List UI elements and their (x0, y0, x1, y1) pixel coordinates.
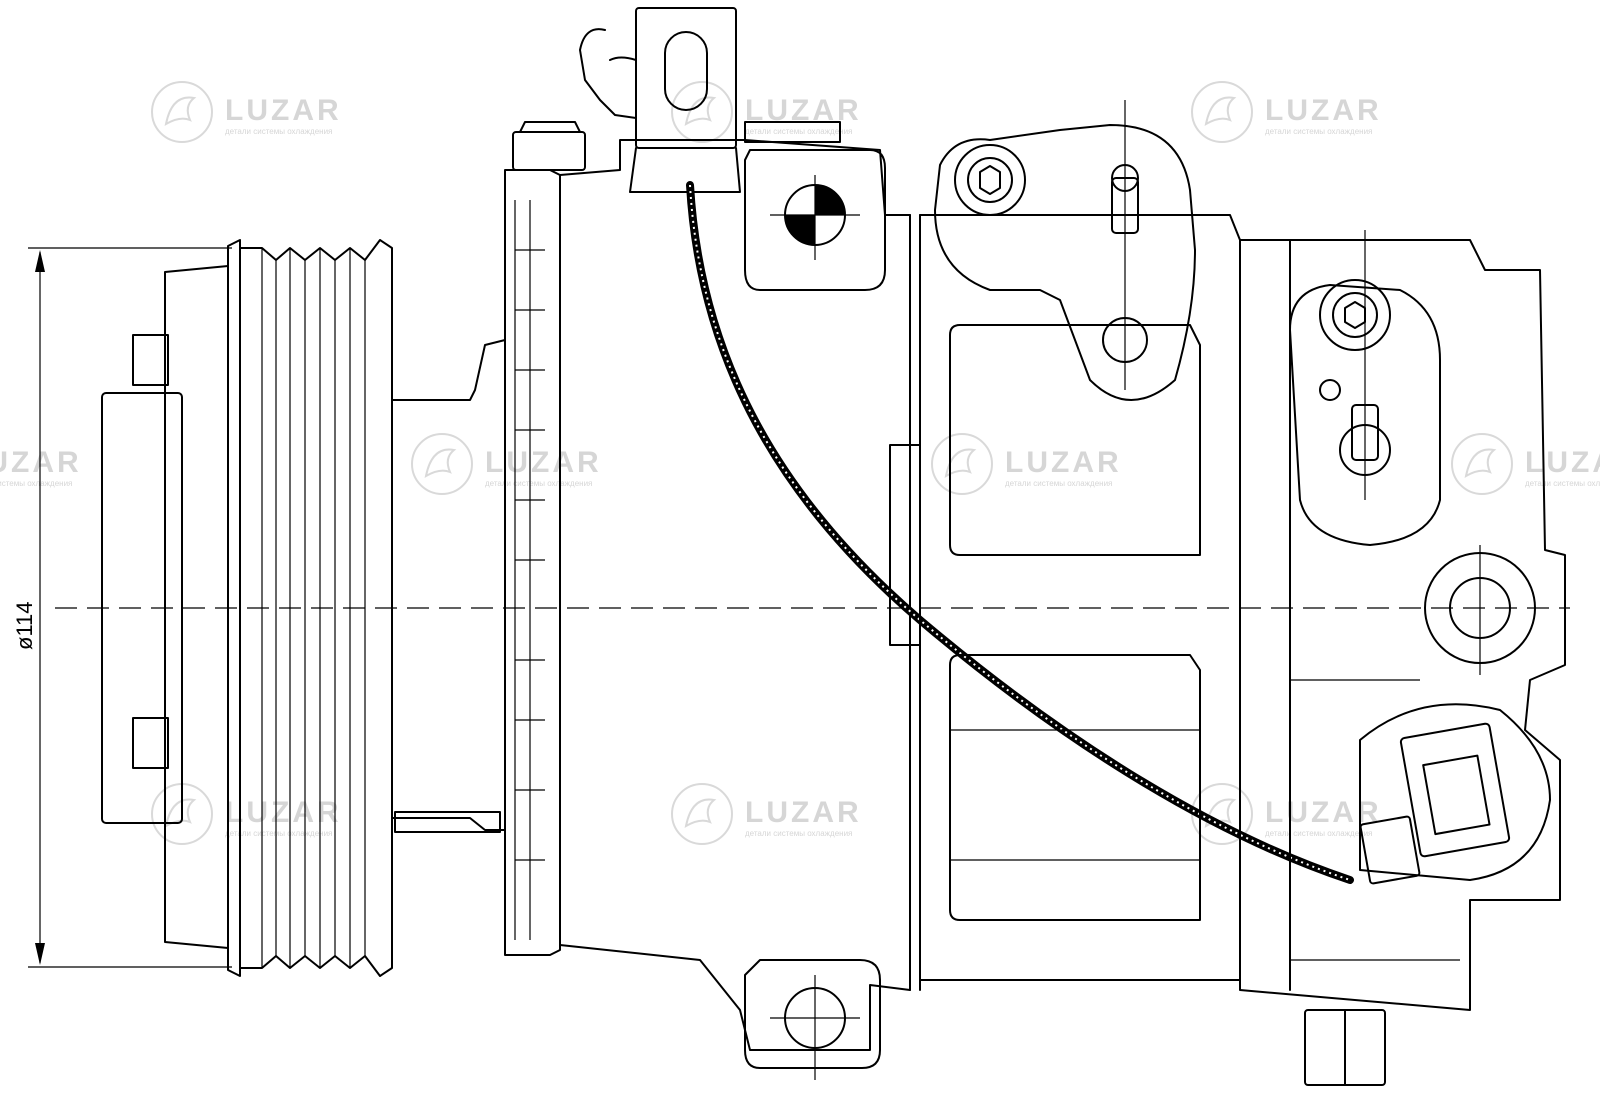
watermark-brand: LUZAR (225, 94, 342, 127)
watermark-logo: LUZAR детали системы охлаждения (0, 446, 82, 488)
upper-valve-block (934, 100, 1196, 401)
watermark-logo: LUZAR детали системы охлаждения (1191, 81, 1382, 143)
watermark-logo: LUZAR детали системы охлаждения (931, 433, 1122, 495)
clutch-hub (101, 265, 229, 949)
watermark-group: LUZAR детали системы охлаждения LUZAR де… (0, 81, 1600, 845)
diameter-label: ø114 (12, 601, 37, 650)
top-mount-ear (744, 149, 886, 291)
watermark-brand: LUZAR (1265, 94, 1382, 127)
clutch-connector (579, 7, 841, 193)
watermark-brand: LUZAR (225, 796, 342, 829)
watermark-logo: LUZAR детали системы охлаждения (671, 783, 862, 845)
cylinder-body (559, 139, 921, 1051)
watermark-tagline: детали системы охлаждения (1005, 479, 1112, 488)
watermark-logo: LUZAR детали системы охлаждения (151, 783, 342, 845)
watermark-tagline: детали системы охлаждения (1265, 127, 1372, 136)
watermark-logo: LUZAR детали системы охлаждения (671, 81, 859, 143)
watermark-tagline: детали системы охлаждения (1265, 829, 1372, 838)
watermark-tagline: детали системы охлаждения (0, 479, 72, 488)
watermark-tagline: детали системы охлаждения (225, 829, 332, 838)
rear-mount-ear (1424, 545, 1536, 675)
watermark-tagline: детали системы охлаждения (745, 127, 852, 136)
watermark-logo: LUZAR детали системы охлаждения (151, 81, 342, 143)
watermark-brand: LUZAR (485, 446, 602, 479)
watermark-brand: LUZAR (1525, 446, 1600, 479)
front-neck (391, 339, 506, 833)
rear-valve-port (1289, 230, 1441, 546)
watermark-logo: LUZAR детали системы охлаждения (1191, 783, 1379, 845)
rear-head (1239, 239, 1566, 1011)
watermark-tagline: детали системы охлаждения (745, 829, 852, 838)
diameter-dimension: ø114 (12, 247, 232, 968)
bottom-port (1304, 1009, 1386, 1086)
watermark-logo: LUZAR детали системы охлаждения (411, 433, 602, 495)
watermark-tagline: детали системы охлаждения (225, 127, 332, 136)
watermark-brand: LUZAR (1005, 446, 1122, 479)
bottom-mount-ear (744, 959, 881, 1080)
front-housing (504, 121, 586, 956)
pulley (227, 239, 393, 977)
watermark-brand: LUZAR (745, 796, 862, 829)
watermark-tagline: детали системы охлаждения (485, 479, 592, 488)
watermark-tagline: детали системы охлаждения (1525, 479, 1600, 488)
watermark-brand: LUZAR (0, 446, 82, 479)
watermark-logo: LUZAR детали системы охлаждения (1451, 433, 1600, 495)
pressure-sensor (1359, 703, 1551, 885)
